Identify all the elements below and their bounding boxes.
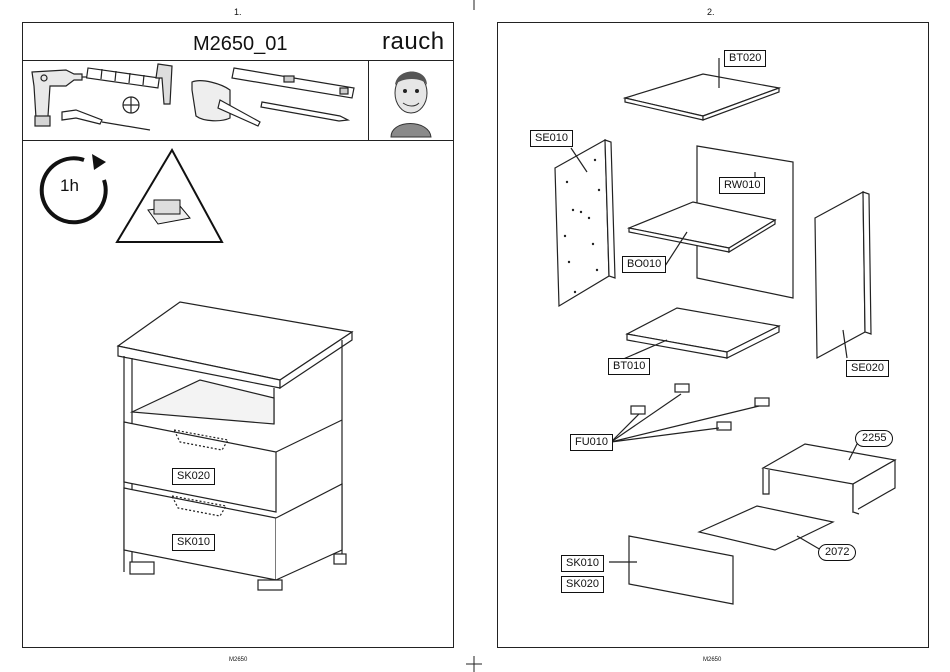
brand-logo: rauch bbox=[382, 28, 445, 56]
label-part-shelf: BO010 bbox=[622, 256, 666, 273]
tape-measure-icon bbox=[192, 81, 260, 126]
spirit-level-icon bbox=[232, 68, 354, 98]
label-part-top: BT020 bbox=[724, 50, 766, 67]
label-part-back: RW010 bbox=[719, 177, 765, 194]
part-drawer-front bbox=[629, 536, 733, 604]
time-estimate: 1h bbox=[60, 176, 79, 196]
label-part-drawer-front-1: SK010 bbox=[561, 555, 604, 572]
footer-left: M2650 bbox=[229, 657, 247, 663]
warning-triangle-icon bbox=[117, 150, 222, 242]
part-drawer-bottom bbox=[699, 506, 833, 550]
part-bottom-board bbox=[627, 308, 779, 352]
label-drawer-front-bottom: SK010 bbox=[172, 534, 215, 551]
pencil-icon bbox=[261, 102, 348, 121]
part-feet bbox=[631, 384, 769, 430]
part-top-board bbox=[625, 74, 779, 116]
footer-right: M2650 bbox=[703, 657, 721, 663]
part-right-side bbox=[815, 192, 865, 358]
phillips-screwdriver-icon bbox=[62, 97, 150, 130]
prep-icons bbox=[22, 140, 242, 250]
label-drawer-front-top: SK020 bbox=[172, 468, 215, 485]
label-part-drawer-bottom: 2072 bbox=[818, 544, 856, 561]
label-part-bottom: BT010 bbox=[608, 358, 650, 375]
label-part-drawer-box: 2255 bbox=[855, 430, 893, 447]
mascot-avatar bbox=[369, 61, 453, 140]
label-part-drawer-front-2: SK020 bbox=[561, 576, 604, 593]
assembled-cabinet bbox=[110, 300, 360, 600]
label-part-side-left: SE010 bbox=[530, 130, 573, 147]
tools-area bbox=[22, 60, 368, 140]
label-part-feet: FU010 bbox=[570, 434, 613, 451]
model-title: M2650_01 bbox=[193, 33, 288, 56]
hammer-icon bbox=[87, 64, 172, 104]
label-part-side-right: SE020 bbox=[846, 360, 889, 377]
